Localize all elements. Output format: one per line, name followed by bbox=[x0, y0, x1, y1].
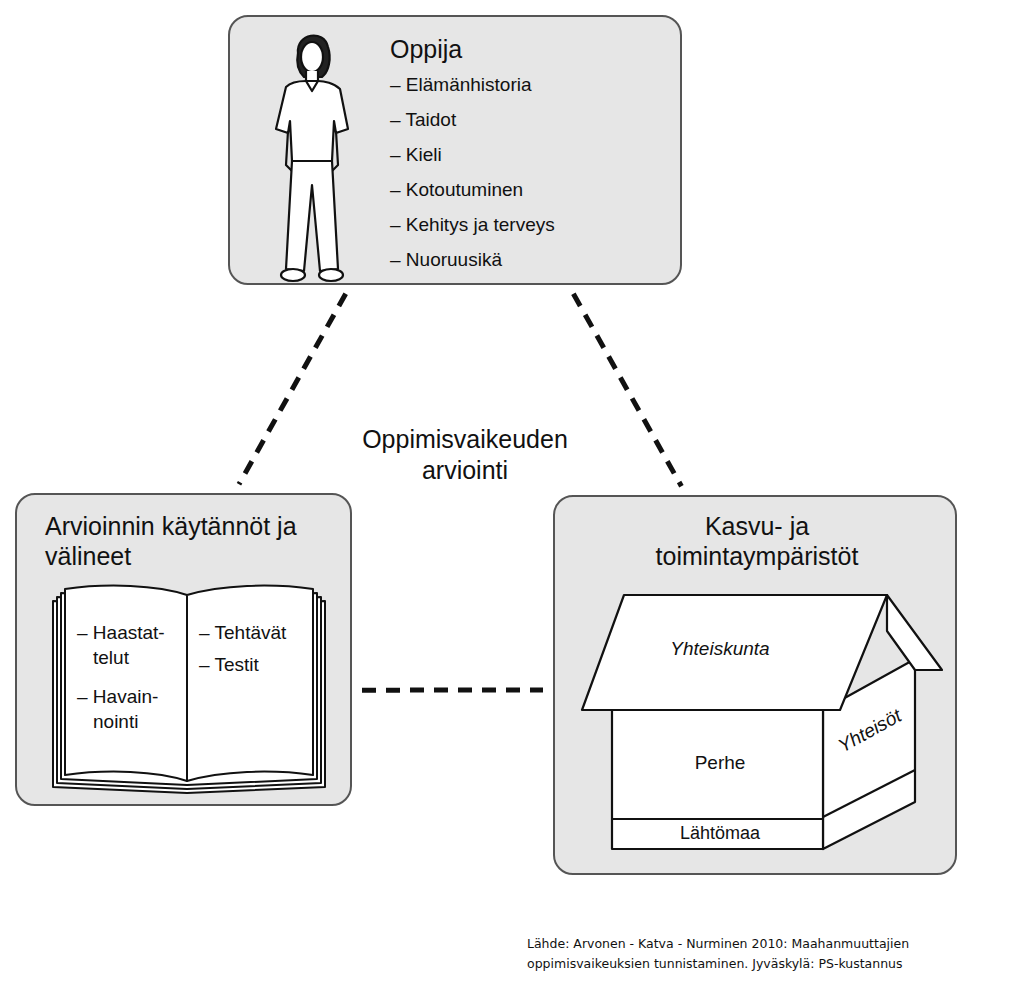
concept-box: Kasvu- ja toimintaympäristötYhteiskuntaP… bbox=[553, 495, 957, 875]
box-item: – Tehtävät bbox=[199, 621, 311, 646]
concept-box: Oppija – Elämänhistoria – Taidot – Kieli – K… bbox=[228, 15, 682, 285]
box-item: – Kieli bbox=[390, 143, 660, 168]
box-heading: Kasvu- ja toimintaympäristöt bbox=[615, 511, 899, 571]
box-item: – Nuoruusikä bbox=[390, 248, 660, 273]
box-item: Lähtömaa bbox=[635, 822, 805, 845]
box-heading: Oppija bbox=[390, 33, 660, 66]
box-item: – Elämänhistoria bbox=[390, 73, 660, 98]
box-item: – Testit bbox=[199, 653, 311, 678]
box-item: – Taidot bbox=[390, 108, 660, 133]
box-item: – Havain- nointi bbox=[77, 685, 177, 734]
box-item: – Kehitys ja terveys bbox=[390, 213, 660, 238]
center-label: Oppimisvaikeuden arviointi bbox=[325, 424, 605, 487]
box-item: Perhe bbox=[635, 751, 805, 776]
box-item: – Kotoutuminen bbox=[390, 178, 660, 203]
source-caption: Lähde: Arvonen - Katva - Nurminen 2010: … bbox=[527, 934, 997, 974]
dashed-connector bbox=[362, 687, 543, 692]
box-item: – Haastat- telut bbox=[77, 621, 177, 670]
box-item: Yhteiskunta bbox=[635, 637, 805, 662]
concept-box: Arvioinnin käytännöt ja välineet – Haasta… bbox=[15, 493, 352, 806]
box-heading: Arvioinnin käytännöt ja välineet bbox=[45, 511, 335, 571]
person-figure bbox=[262, 25, 362, 287]
